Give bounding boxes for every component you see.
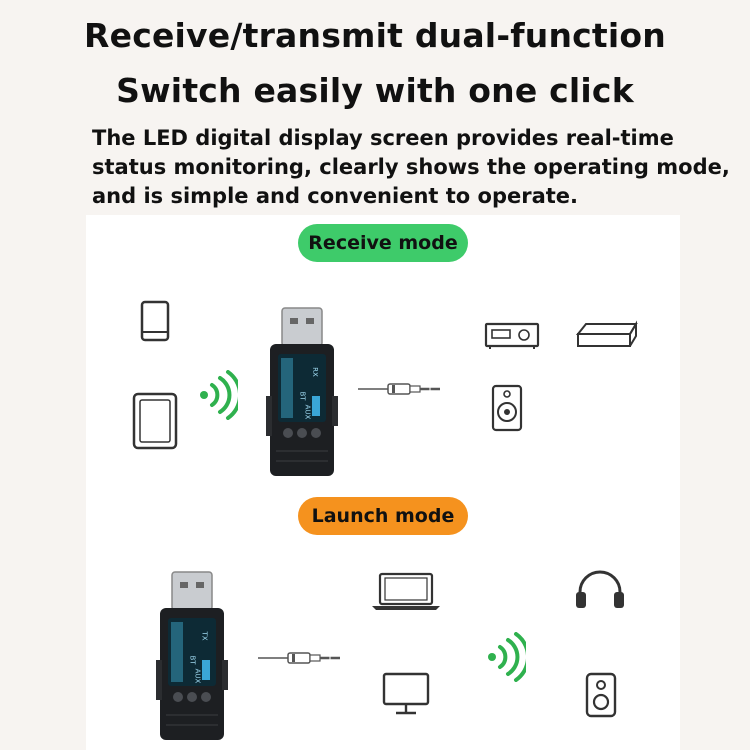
launch-mode-badge: Launch mode xyxy=(298,497,468,535)
laptop-icon xyxy=(372,572,440,610)
stereo-receiver-icon xyxy=(484,322,540,349)
audio-cable-icon-launch xyxy=(258,652,340,664)
screen-aux-badge-launch: AUX xyxy=(193,668,202,684)
audio-cable-icon xyxy=(358,383,440,395)
tablet-icon xyxy=(132,392,178,450)
screen-bt-badge-launch: BT xyxy=(188,655,197,665)
screen-rx-badge: RX xyxy=(310,367,319,377)
headphones-icon xyxy=(576,570,624,608)
wireless-signal-icon-launch xyxy=(488,632,526,682)
receive-mode-badge: Receive mode xyxy=(298,224,468,262)
screen-tx-badge: TX xyxy=(200,631,209,641)
monitor-icon xyxy=(382,672,430,715)
set-top-box-icon xyxy=(575,320,638,347)
wireless-signal-icon xyxy=(200,370,238,420)
description-text: The LED digital display screen provides … xyxy=(92,126,730,208)
headline-line-2: Switch easily with one click xyxy=(116,71,634,110)
speaker-icon xyxy=(491,384,523,432)
screen-bt-badge: BT xyxy=(298,391,307,401)
bluetooth-adapter-device-launch xyxy=(156,571,228,740)
headline-line-1: Receive/transmit dual-function xyxy=(84,16,666,55)
smartphone-icon xyxy=(140,300,170,342)
bluetooth-adapter-device xyxy=(266,307,338,476)
screen-aux-badge: AUX xyxy=(303,404,312,420)
speaker-icon-launch xyxy=(585,672,617,718)
